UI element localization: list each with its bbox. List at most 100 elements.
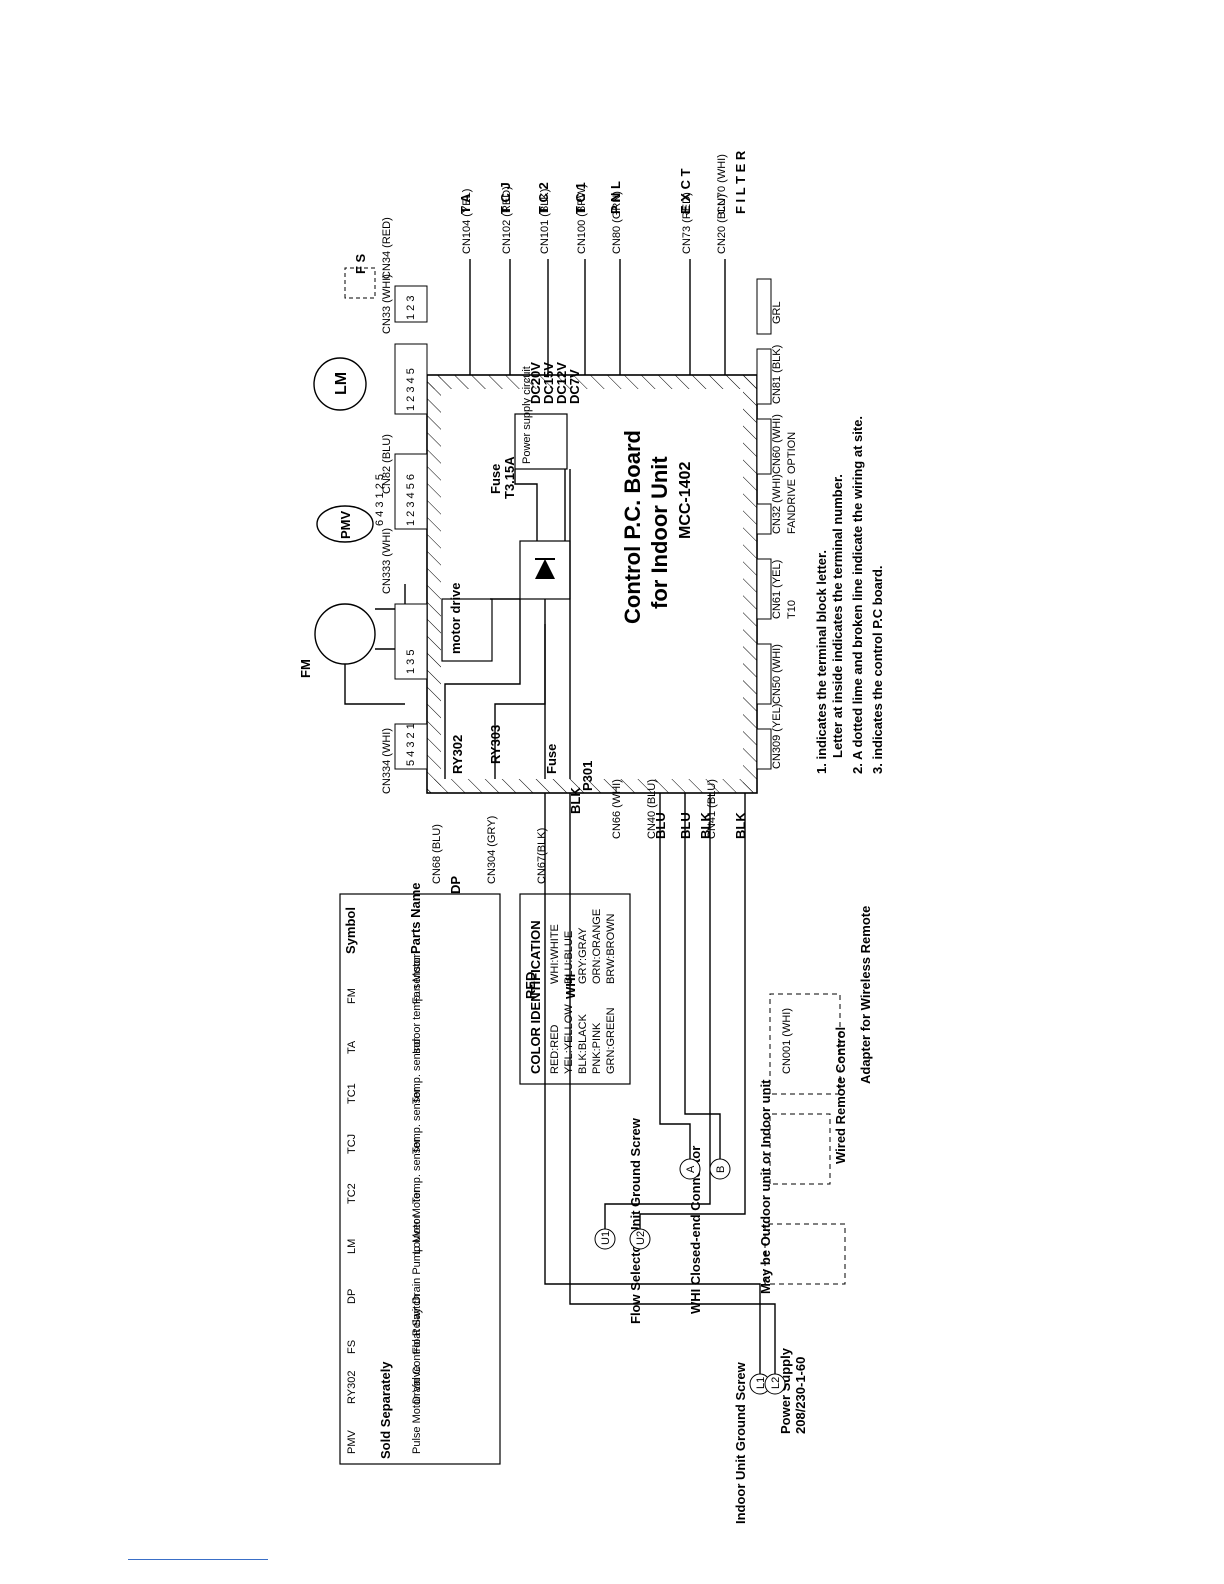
- color-item-6: PNK:PINK: [591, 1022, 603, 1074]
- cn33-block: [394, 285, 428, 323]
- cn333-pins: 1 3 5: [405, 650, 417, 674]
- wire-blk-to-u1: [604, 793, 711, 1234]
- terminal-u2: [629, 1228, 651, 1250]
- lm-pins: 1 2 3 4 5: [405, 368, 417, 411]
- relay-ry302: RY302: [450, 735, 465, 774]
- cn68-label: CN68 (BLU): [431, 824, 443, 884]
- cn32-pins: [756, 503, 772, 535]
- pnl-label: P N L: [608, 181, 623, 214]
- color-id-title: COLOR IDENTIFICATION: [528, 920, 543, 1074]
- dc-output-7v: DC7V: [567, 369, 582, 404]
- cn80-label: CN80 (GRN): [611, 191, 623, 254]
- cn100-label: CN100 (BRW): [576, 184, 588, 254]
- cn304-label: CN304 (GRY): [486, 816, 498, 884]
- terminal-l2-text: L2: [770, 1377, 782, 1389]
- wireless-adapter-label: Adapter for Wireless Remote: [858, 906, 873, 1084]
- fuse-secondary-label: Fuse: [544, 744, 559, 774]
- motor-drive-label: motor drive: [448, 582, 463, 654]
- wire-blu-to-b: [684, 793, 721, 1164]
- flow-ground-label: Flow Selector Unit Ground Screw: [628, 1117, 643, 1324]
- color-item-3: BLU:BLUE: [563, 931, 575, 984]
- parts-row-5-symbol: LM: [346, 1239, 358, 1254]
- parts-row-6-name: Drain Pump Motor: [411, 1214, 423, 1304]
- diode-symbol: [535, 559, 555, 579]
- float-switch-symbol: [344, 267, 376, 299]
- fan-motor-symbol: [314, 603, 376, 665]
- pmv-label: PMV: [338, 511, 353, 540]
- cn20-sublabel: GRL: [771, 301, 783, 324]
- cn70-label: CN70 (WHI): [716, 154, 728, 214]
- whi-connector-label: WHI Closed-end Connector: [688, 1146, 703, 1314]
- note-2: 2. A dotted lime and broken line indicat…: [850, 416, 865, 774]
- parts-table: Symbol Parts Name Sold Separately FM Fan…: [339, 882, 501, 1465]
- parts-row-0-name: Fan Motor: [411, 954, 423, 1004]
- wire-red-to-l1: [544, 793, 761, 1374]
- cn40-label: CN40 (BLU): [646, 779, 658, 839]
- parts-row-3-symbol: TCJ: [346, 1134, 358, 1154]
- parts-row-1-name: Indoor temp. sensor: [411, 956, 423, 1054]
- cn33-pins: 1 2 3: [405, 296, 417, 320]
- board-hatch-right: [427, 375, 757, 389]
- dc-output-12v: DC12V: [554, 362, 569, 404]
- board-title: Control P.C. Board: [620, 430, 645, 624]
- note-1: 1. indicates the terminal block letter.: [814, 550, 829, 774]
- wire-blk-2: BLK: [698, 812, 713, 839]
- terminal-u1: [594, 1228, 616, 1250]
- parts-row-3-name: Temp. sensor: [411, 1088, 423, 1154]
- right-connector-wires: [469, 259, 726, 375]
- cn73-label: CN73 (RED): [681, 192, 693, 254]
- terminal-b: [709, 1158, 731, 1180]
- wire-whi-to-l2: [569, 793, 776, 1374]
- cn61-label: CN61 (YEL): [771, 560, 783, 619]
- field-wiring: Indoor Unit Ground Screw Power Supply 20…: [594, 906, 873, 1524]
- cn34-label: CN34 (RED): [381, 217, 393, 279]
- cn102-label: CN102 (RED): [501, 186, 513, 254]
- dc-outputs: DC20V DC15V DC12V DC7V: [528, 362, 582, 404]
- test-point-p301: P301: [580, 761, 595, 791]
- cn101-label: CN101 (BLK): [539, 189, 551, 254]
- parts-row-6-symbol: DP: [346, 1289, 358, 1304]
- cn32-label: CN32 (WHI): [771, 474, 783, 534]
- cn334-label: CN334 (WHI): [381, 728, 393, 794]
- cn41-label: CN41 (BLU): [706, 779, 718, 839]
- cn82-block: [394, 453, 428, 530]
- wire-blk-1: BLK: [568, 787, 583, 814]
- wire-blk-to-u2: [639, 793, 746, 1234]
- cn309-label: CN309 (YEL): [771, 704, 783, 769]
- outdoor-note: May be Outdoor unit or Indoor unit: [758, 1079, 773, 1294]
- cn33-label: CN33 (WHI): [381, 274, 393, 334]
- parts-row-8-name: Drain Control Relay: [411, 1308, 423, 1404]
- parts-row-9-symbol: PMV: [346, 1430, 358, 1455]
- parts-row-2-name: Temp. sensor: [411, 1038, 423, 1104]
- terminal-u2-text: U2: [635, 1231, 647, 1245]
- pmv-symbol: [316, 505, 374, 543]
- wire-rect-out: [514, 469, 538, 541]
- parts-row-7-name: Float Switch: [411, 1294, 423, 1354]
- cn104-label: CN104 (YEL): [461, 189, 473, 254]
- dp-label: DP: [448, 876, 463, 894]
- color-item-2: YEL:YELLOW: [563, 1004, 575, 1074]
- cn001-label: CN001 (WHI): [781, 1008, 793, 1074]
- parts-row-7-symbol: FS: [346, 1340, 358, 1354]
- fuse-main-label: Fuse: [488, 464, 503, 494]
- cn334-pins: 5 4 3 2 1: [405, 723, 417, 766]
- parts-row-1-symbol: TA: [346, 1040, 358, 1054]
- terminal-l2: [764, 1373, 786, 1395]
- cn20-label: CN20 (BLU): [716, 194, 728, 254]
- right-connector-group: CN104 (YEL) T A CN102 (RED) T C J CN101 …: [458, 150, 748, 375]
- color-item-1: WHI:WHITE: [549, 924, 561, 984]
- power-supply-label: Power supply circuit: [521, 366, 533, 464]
- cn309-pins: [756, 728, 772, 770]
- terminal-l1-text: L1: [755, 1377, 767, 1389]
- power-spec-label: 208/230-1-60: [793, 1357, 808, 1434]
- board-model: MCC-1402: [677, 462, 694, 539]
- cn60-pins: [756, 418, 772, 475]
- fuse-main-rating: T3.15A: [502, 456, 517, 499]
- lm-connector-block: [394, 343, 428, 415]
- wireless-adapter-box: [769, 993, 841, 1095]
- filter-label: F I L T E R: [733, 150, 748, 214]
- wired-remote-box: [769, 1113, 831, 1185]
- terminal-u1-text: U1: [600, 1231, 612, 1245]
- cn333-label: CN333 (WHI): [381, 528, 393, 594]
